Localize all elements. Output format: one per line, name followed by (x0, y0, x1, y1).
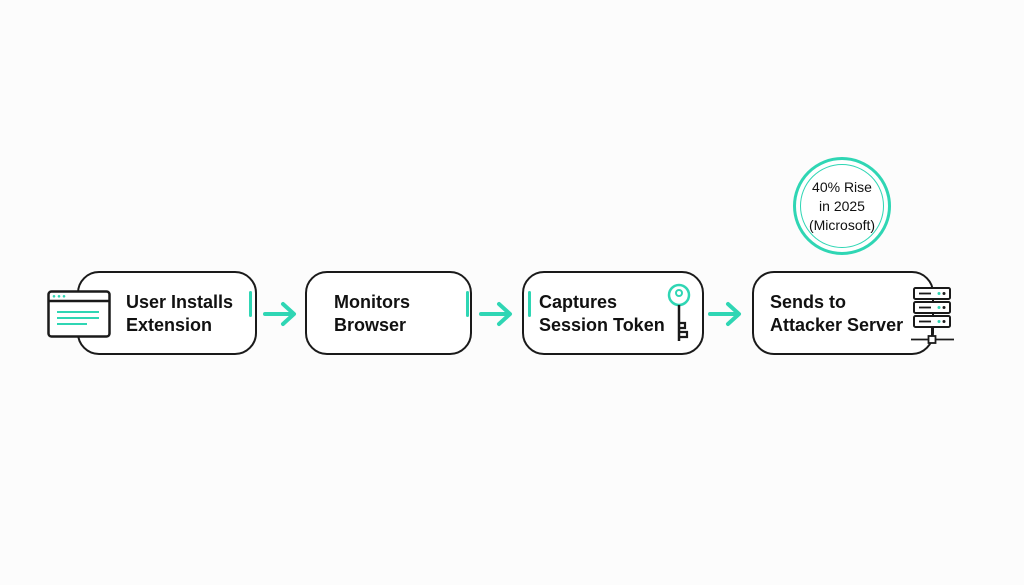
step-label: Captures Session Token (539, 292, 665, 335)
badge-text: 40% Rise in 2025 (Microsoft) (800, 164, 884, 248)
step-accent-bar (528, 291, 531, 317)
arrow-right-icon (479, 302, 512, 326)
key-icon (667, 283, 691, 341)
step-label: Sends to Attacker Server (770, 292, 904, 335)
step-accent-bar (249, 291, 252, 317)
step-accent-bar (466, 291, 469, 317)
arrow-right-icon (708, 302, 741, 326)
server-stack-icon (911, 287, 954, 344)
arrow-right-icon (263, 302, 296, 326)
statistic-badge: 40% Rise in 2025 (Microsoft) (793, 157, 891, 255)
step-sends-to-attacker-server: Sends to Attacker Server (752, 271, 934, 355)
step-label: Monitors Browser (334, 292, 410, 335)
step-monitors-browser: Monitors Browser (305, 271, 472, 355)
step-label: User Installs Extension (126, 292, 234, 335)
browser-window-icon (47, 290, 111, 338)
step-captures-session-token: Captures Session Token (522, 271, 704, 355)
